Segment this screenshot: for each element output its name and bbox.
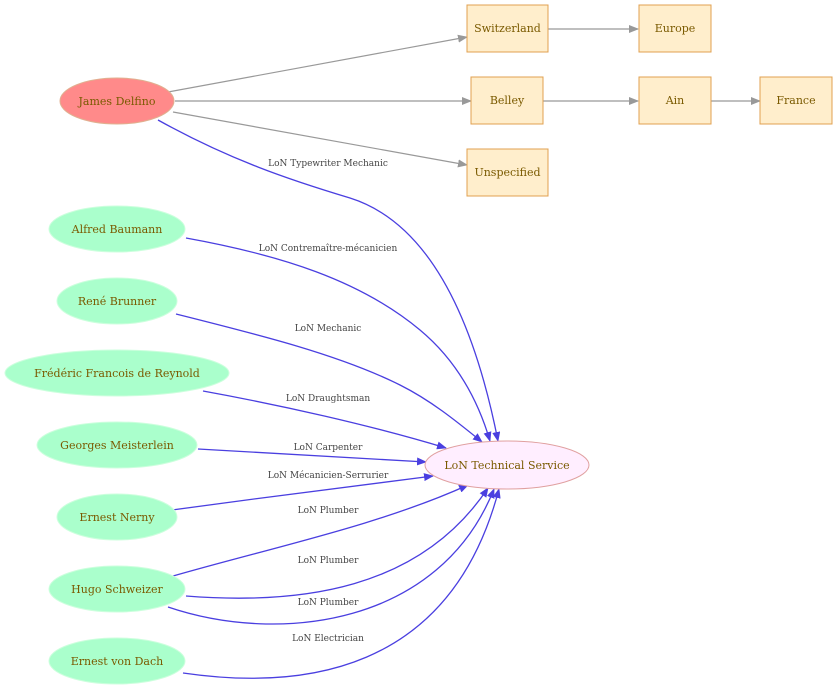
edge-hugo-lon-1: [172, 484, 469, 577]
edge-james-unspecified: [172, 111, 468, 168]
edge-label-dach-lon: LoN Electrician: [292, 634, 364, 644]
node-europe[interactable]: Europe: [638, 4, 712, 53]
node-france-label: France: [776, 94, 815, 107]
edge-label-james-lon: LoN Typewriter Mechanic: [268, 159, 388, 169]
edge-rene-lon: [175, 313, 483, 443]
node-unspecified-label: Unspecified: [474, 166, 540, 179]
node-belley[interactable]: Belley: [470, 76, 544, 125]
node-ernest-nerny[interactable]: Ernest Nerny: [56, 493, 178, 541]
node-rene-brunner[interactable]: René Brunner: [56, 277, 178, 325]
edge-label-nerny-lon: LoN Mécanicien-Serrurier: [268, 470, 389, 481]
edge-label-georges-lon: LoN Carpenter: [294, 443, 364, 453]
edge-alfred-lon: [185, 237, 492, 442]
node-france[interactable]: France: [759, 76, 833, 125]
edge-hugo-lon-3: [167, 488, 495, 625]
node-georges-meisterlein-label: Georges Meisterlein: [60, 439, 174, 452]
node-frederic-de-reynold-label: Frédéric Francois de Reynold: [34, 367, 200, 380]
edge-label-rene-lon: LoN Mechanic: [295, 324, 362, 334]
edge-label-hugo-lon-3: LoN Plumber: [298, 598, 359, 608]
node-europe-label: Europe: [655, 22, 696, 35]
edge-label-alfred-lon: LoN Contremaître-mécanicien: [259, 243, 398, 254]
node-ernest-von-dach[interactable]: Ernest von Dach: [48, 637, 186, 685]
edge-james-switzerland: [167, 34, 468, 93]
edge-label-frederic-lon: LoN Draughtsman: [286, 394, 371, 404]
node-switzerland[interactable]: Switzerland: [466, 4, 549, 53]
node-belley-label: Belley: [490, 94, 525, 107]
edge-james-lon: [157, 119, 501, 442]
edge-label-hugo-lon-1: LoN Plumber: [298, 506, 359, 516]
node-alfred-baumann-label: Alfred Baumann: [71, 223, 163, 236]
node-hugo-schweizer-label: Hugo Schweizer: [71, 583, 163, 596]
node-james-delfino-label: James Delfino: [78, 95, 156, 108]
node-lon-technical-service[interactable]: LoN Technical Service: [424, 440, 590, 490]
edge-dach-lon: [182, 488, 501, 679]
node-ain-label: Ain: [665, 94, 685, 107]
node-frederic-de-reynold[interactable]: Frédéric Francois de Reynold: [4, 349, 230, 397]
node-unspecified[interactable]: Unspecified: [466, 148, 549, 197]
node-ernest-von-dach-label: Ernest von Dach: [71, 655, 164, 668]
node-ain[interactable]: Ain: [638, 76, 712, 125]
node-alfred-baumann[interactable]: Alfred Baumann: [48, 205, 186, 253]
edge-nerny-lon: [171, 473, 434, 511]
node-ernest-nerny-label: Ernest Nerny: [79, 511, 155, 524]
node-lon-technical-service-label: LoN Technical Service: [444, 459, 569, 472]
node-rene-brunner-label: René Brunner: [78, 295, 157, 308]
node-james-delfino[interactable]: James Delfino: [59, 77, 175, 125]
node-switzerland-label: Switzerland: [474, 22, 541, 35]
edge-georges-lon: [197, 448, 427, 466]
node-georges-meisterlein[interactable]: Georges Meisterlein: [36, 421, 198, 469]
edge-label-hugo-lon-2: LoN Plumber: [298, 556, 359, 566]
node-hugo-schweizer[interactable]: Hugo Schweizer: [48, 565, 186, 613]
edge-frederic-lon: [202, 390, 447, 450]
edge-hugo-lon-2: [185, 487, 489, 599]
